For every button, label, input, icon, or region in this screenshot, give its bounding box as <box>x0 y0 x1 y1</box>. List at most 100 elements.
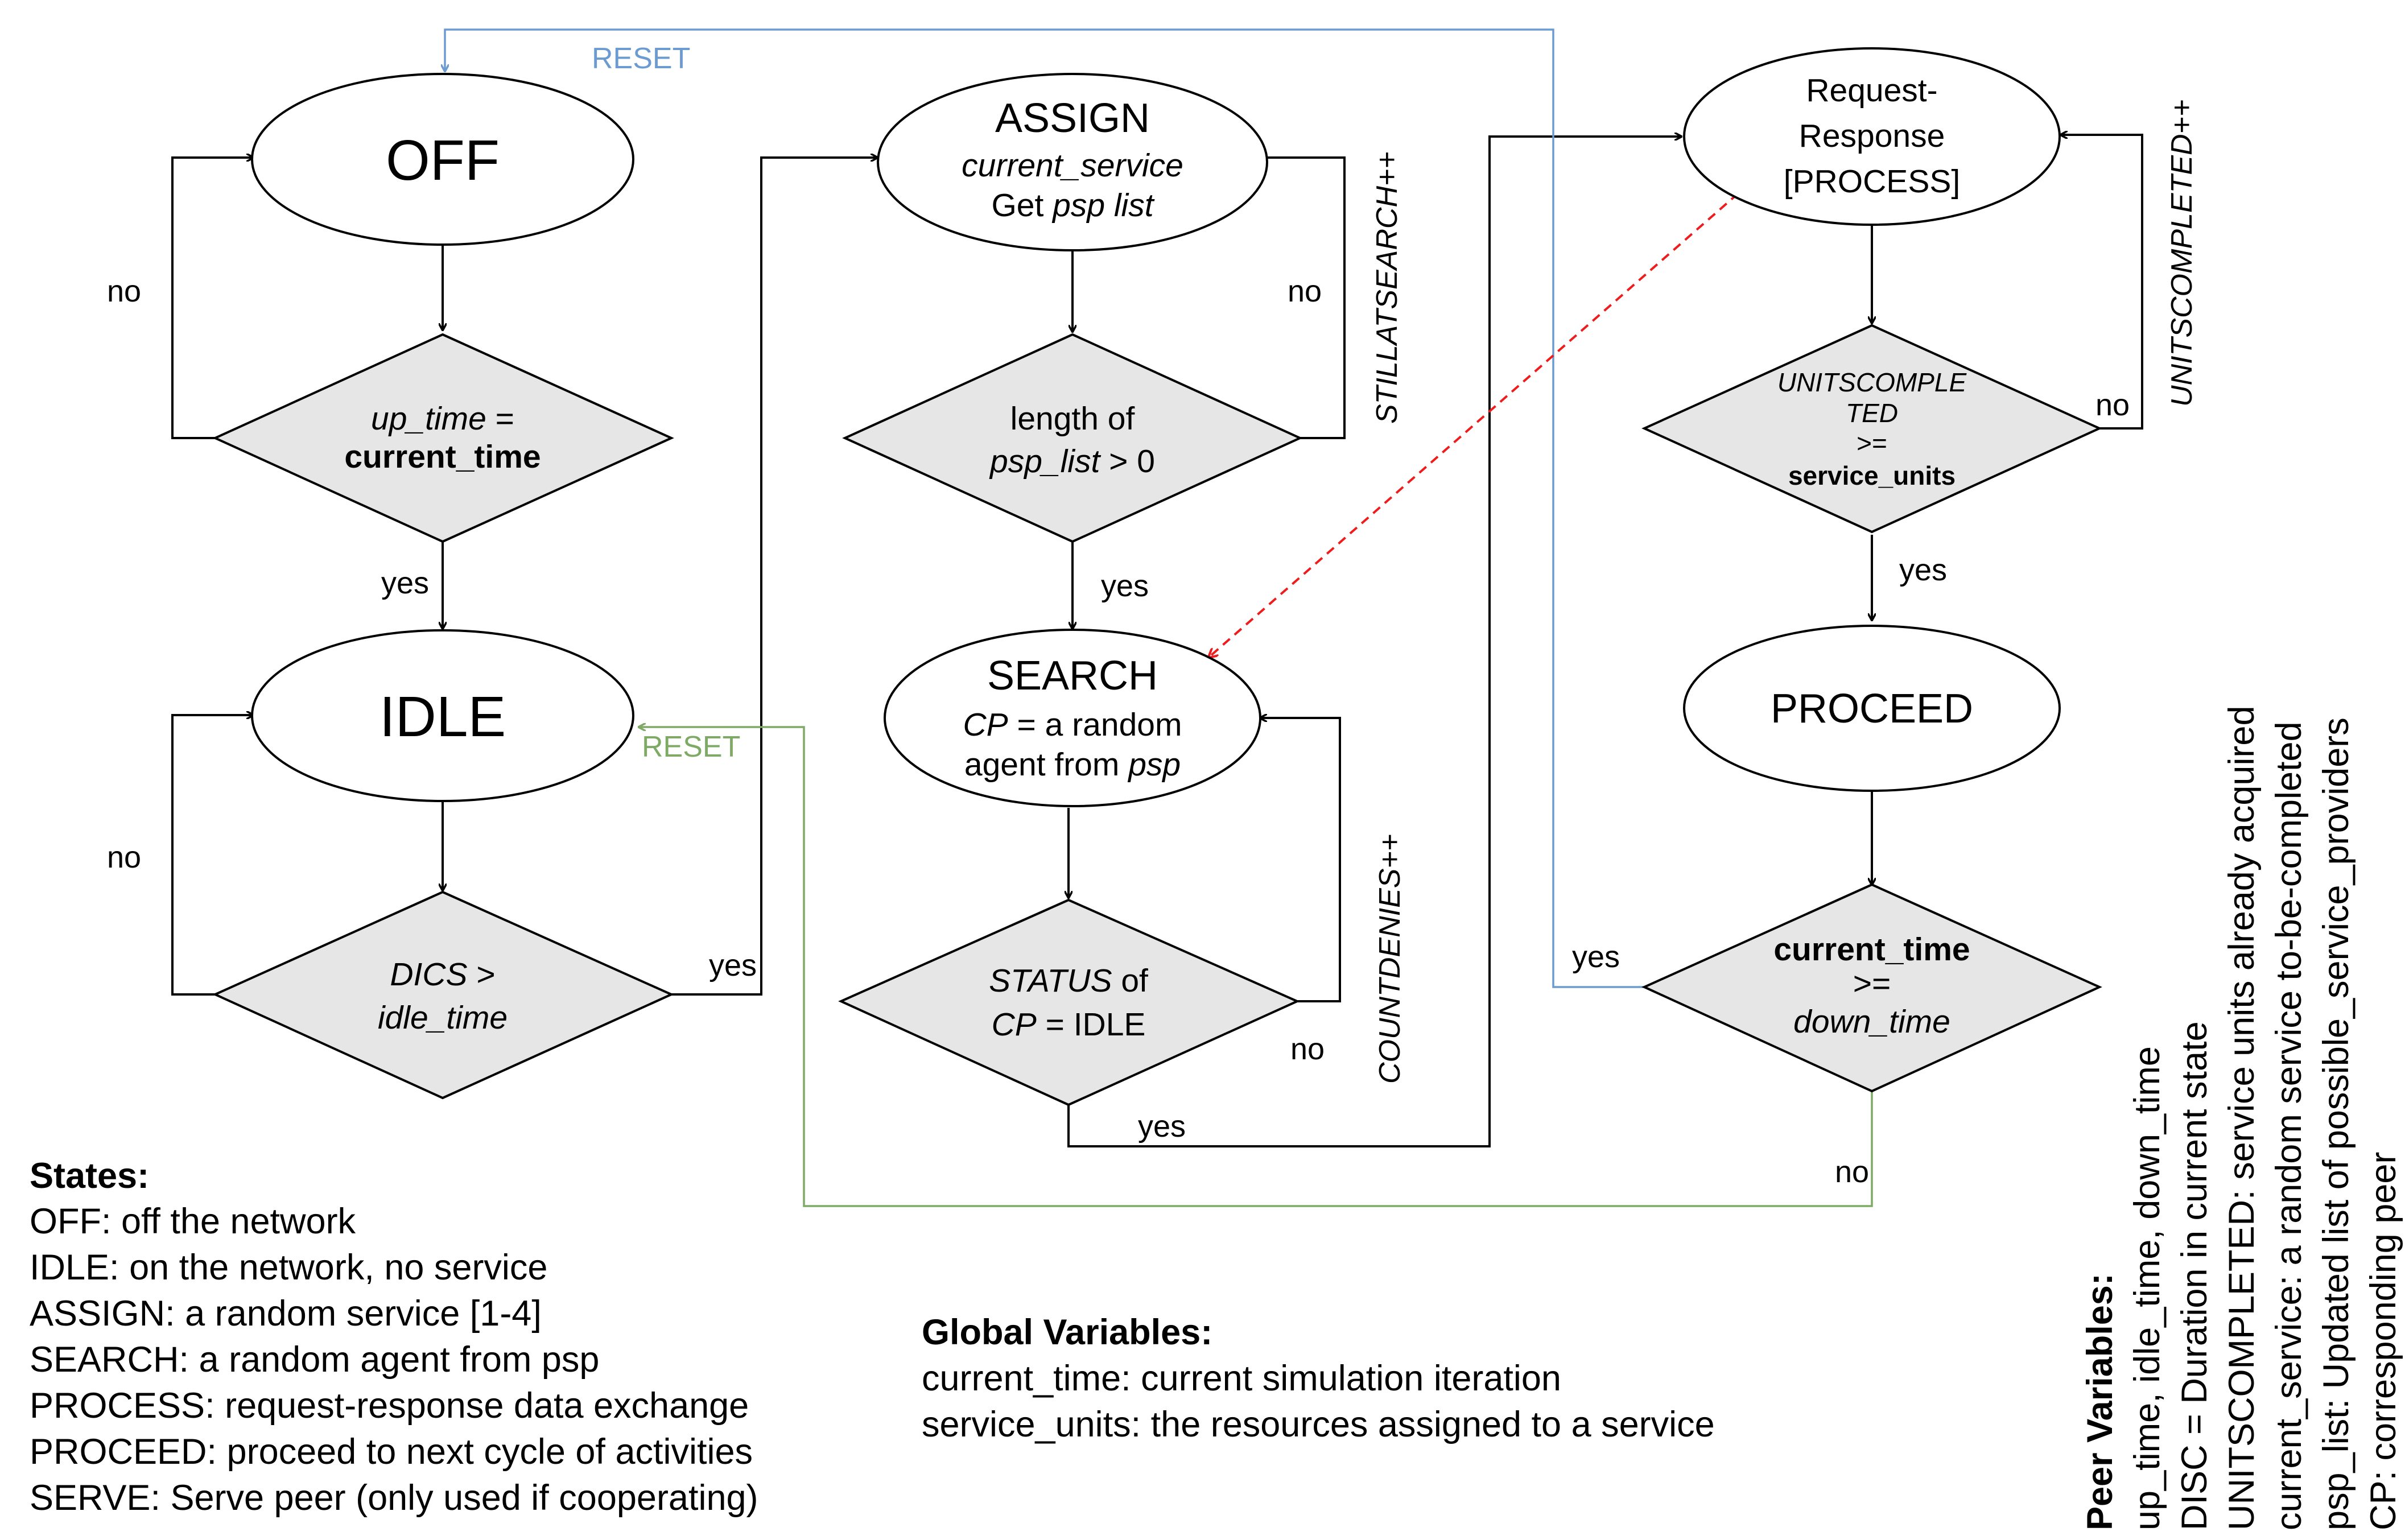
decision-psp-line2: psp_list > 0 <box>989 443 1155 480</box>
label-assign-no: no <box>1288 274 1322 308</box>
decision-status: STATUS of CP = IDLE <box>838 898 1300 1107</box>
decision-dics-l1-rest: > <box>468 956 496 993</box>
edge-status-no-loop <box>1260 718 1341 1002</box>
legend-global-item: service_units: the resources assigned to… <box>922 1405 1715 1444</box>
decision-units-line2: TED <box>1846 398 1898 428</box>
state-search-title: SEARCH <box>987 653 1158 699</box>
label-downtime-yes: yes <box>1572 940 1620 974</box>
state-search-l1-em: CP <box>963 707 1008 743</box>
legend-states-heading: States: <box>30 1156 149 1196</box>
state-proceed-label: PROCEED <box>1771 686 1973 732</box>
legend-peer-item: up_time, idle_time, down_time <box>2127 1046 2167 1530</box>
legend-peer-item: DISC = Duration in current state <box>2175 1021 2214 1530</box>
state-proceed: PROCEED <box>1683 625 2061 792</box>
state-assign-line2-em: psp list <box>1051 187 1155 224</box>
label-units-no: no <box>2095 388 2130 422</box>
label-reset-green: RESET <box>642 730 740 763</box>
label-search-yes: yes <box>1138 1109 1186 1143</box>
legend-state-item: SEARCH: a random agent from psp <box>30 1340 599 1380</box>
state-search-l2-em: psp <box>1127 746 1181 783</box>
label-unitscompleted: UNITSCOMPLETED++ <box>2165 100 2198 407</box>
decision-downtime-line2: >= <box>1853 965 1891 1002</box>
decision-status-line1: STATUS of <box>989 963 1148 999</box>
legend-state-item: SERVE: Serve peer (only used if cooperat… <box>30 1478 758 1518</box>
legend-state-item: OFF: off the network <box>30 1202 356 1241</box>
decision-uptime: up_time = current_time <box>212 333 674 543</box>
state-idle: IDLE <box>251 629 634 802</box>
label-units-yes: yes <box>1899 553 1947 587</box>
decision-dics-l1-em: DICS <box>390 956 467 993</box>
state-request-line1: Request- <box>1806 72 1937 109</box>
decision-psp-l2-em: psp_list <box>989 443 1101 480</box>
edge-dics-yes-to-assign <box>671 158 877 996</box>
legend-global-heading: Global Variables: <box>922 1312 1212 1352</box>
decision-status-l2-rest: = IDLE <box>1037 1006 1146 1043</box>
state-search: SEARCH CP = a random agent from psp <box>884 629 1261 807</box>
legend-state-item: ASSIGN: a random service [1-4] <box>30 1294 542 1333</box>
label-off-no: no <box>107 274 141 308</box>
label-off-yes: yes <box>381 566 429 600</box>
decision-units-line1: UNITSCOMPLE <box>1777 368 1967 397</box>
state-assign-line1: current_service <box>962 147 1183 184</box>
label-search-no: no <box>1290 1032 1325 1066</box>
legend-peer: Peer Variables: up_time, idle_time, down… <box>2080 706 2403 1531</box>
legend-peer-item: CP: corresponding peer <box>2363 1152 2403 1530</box>
state-assign-title: ASSIGN <box>995 96 1150 141</box>
label-countdenies: COUNTDENIES++ <box>1373 834 1406 1084</box>
legend-global: Global Variables: current_time: current … <box>922 1312 1715 1444</box>
edge-uptime-no-loop <box>171 158 253 439</box>
legend-peer-heading: Peer Variables: <box>2080 1273 2120 1530</box>
legend-peer-item: psp_list: Updated list of possible_servi… <box>2316 717 2356 1530</box>
edge-reset-blue <box>445 28 1644 988</box>
label-idle-no: no <box>107 840 141 874</box>
decision-units-completed: UNITSCOMPLE TED >= service_units <box>1641 324 2102 534</box>
decision-psp-length: length of psp_list > 0 <box>842 333 1303 543</box>
state-off: OFF <box>251 73 634 246</box>
decision-status-l1-rest: of <box>1112 963 1149 999</box>
legend-state-item: PROCESS: request-response data exchange <box>30 1386 749 1426</box>
decision-downtime-line3: down_time <box>1793 1004 1950 1040</box>
state-idle-label: IDLE <box>379 685 506 749</box>
state-assign: ASSIGN current_service Get psp list <box>877 73 1268 251</box>
decision-downtime: current_time >= down_time <box>1641 883 2102 1093</box>
edge-psp-no-loop <box>1257 158 1346 439</box>
label-idle-yes: yes <box>709 948 757 982</box>
state-off-label: OFF <box>386 129 500 192</box>
edge-dashed-request-to-search <box>1209 192 1739 657</box>
state-assign-line2: Get psp list <box>991 187 1154 224</box>
decision-uptime-l1-rest: = <box>486 401 514 437</box>
label-reset-blue: RESET <box>592 42 690 75</box>
edge-labels: no yes no yes no yes no yes no yes yes n… <box>107 42 2198 1189</box>
state-search-l1-rest: = a random <box>1008 707 1182 743</box>
legend-peer-item: UNITSCOMPLETED: service units already ac… <box>2222 706 2262 1531</box>
edge-reset-green <box>639 727 1873 1207</box>
state-search-line2: agent from psp <box>964 746 1181 783</box>
legend-states: States: OFF: off the network IDLE: on th… <box>30 1156 758 1518</box>
edges <box>171 28 2143 1207</box>
state-request-response: Request- Response [PROCESS] <box>1683 47 2061 226</box>
label-downtime-no: no <box>1835 1155 1869 1189</box>
legend-global-item: current_time: current simulation iterati… <box>922 1359 1561 1398</box>
decision-dics-line1: DICS > <box>390 956 495 993</box>
decision-uptime-line1: up_time = <box>371 401 514 437</box>
state-request-line2: Response <box>1799 118 1945 154</box>
legend-state-item: IDLE: on the network, no service <box>30 1248 547 1287</box>
edge-units-no-loop <box>2061 135 2143 430</box>
decision-status-l1-em: STATUS <box>989 963 1112 999</box>
decision-dics: DICS > idle_time <box>212 890 674 1100</box>
state-request-line3: [PROCESS] <box>1784 163 1960 200</box>
legend-state-item: PROCEED: proceed to next cycle of activi… <box>30 1432 753 1472</box>
decision-uptime-line2: current_time <box>344 439 541 475</box>
state-search-l2-pre: agent from <box>964 746 1128 783</box>
decision-units-line3: >= <box>1857 428 1887 458</box>
label-assign-yes: yes <box>1101 569 1149 603</box>
state-search-line1: CP = a random <box>963 707 1182 743</box>
state-assign-line2-pre: Get <box>991 187 1053 224</box>
decision-status-line2: CP = IDLE <box>992 1006 1146 1043</box>
decision-psp-l2-rest: > 0 <box>1100 443 1155 480</box>
decision-downtime-line1: current_time <box>1773 931 1970 968</box>
decision-uptime-l1-em: up_time <box>371 401 486 437</box>
decision-dics-line2: idle_time <box>378 1000 508 1036</box>
decision-status-l2-em: CP <box>992 1006 1037 1043</box>
